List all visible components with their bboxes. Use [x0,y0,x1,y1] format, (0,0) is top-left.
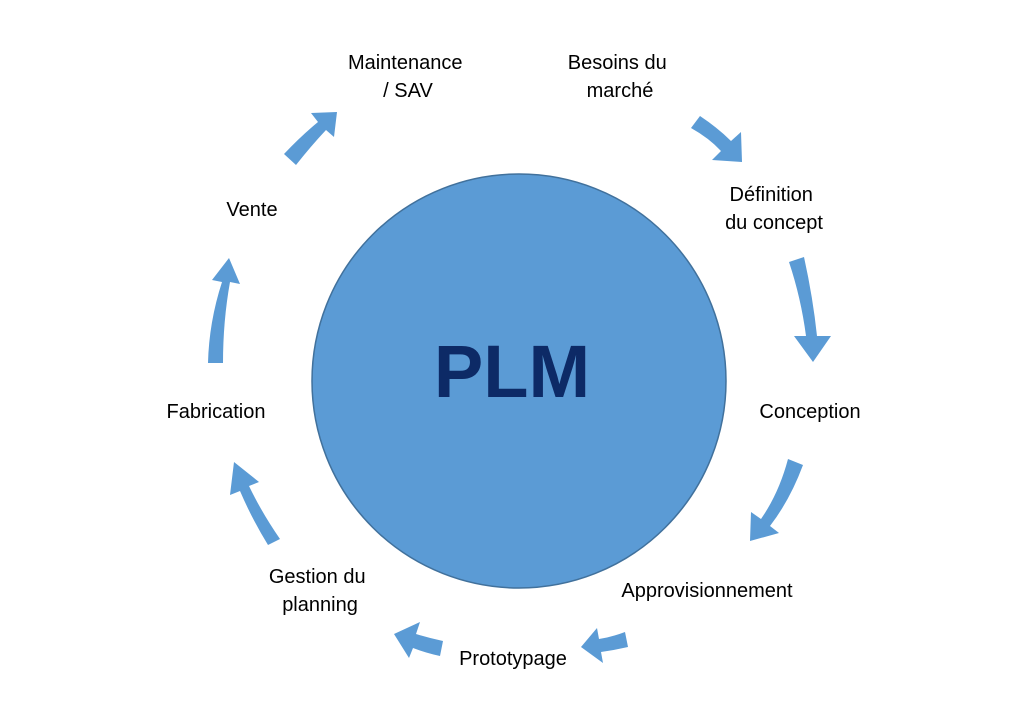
cycle-arrow-icon [789,257,831,362]
svg-text:Prototypage: Prototypage [459,648,567,670]
stage-conception: Conception [759,401,860,423]
stage-label-line: Fabrication [167,401,266,423]
cycle-arrow-icon [284,112,337,165]
stage-label-line: Vente [226,199,277,221]
cycle-arrow-icon [230,462,280,545]
stage-fabrication: Fabrication [167,401,266,423]
stage-label-line: planning [282,594,358,616]
stage-label-line: du concept [725,212,823,234]
cycle-arrow-icon [208,258,240,363]
stage-label-line: Besoins du [568,52,667,74]
stage-gestion-du-planning: Gestion du planning [269,566,371,616]
cycle-arrow-icon [750,459,803,541]
stage-approvisionnement: Approvisionnement [621,580,793,602]
cycle-arrow-icon [581,628,628,663]
cycle-arrow-icon [691,116,742,162]
svg-text:Approvisionnement: Approvisionnement [621,580,793,602]
plm-center-circle [311,173,727,589]
stage-label-line: Définition [730,184,813,206]
svg-text:Maintenance / SAV: Maintenance / SAV [348,52,468,102]
stage-label-line: Maintenance [348,52,463,74]
stage-vente: Vente [226,199,277,221]
cycle-arrow-icon [394,622,443,658]
stage-label-line: / SAV [383,80,433,102]
stage-label-line: Gestion du [269,566,366,588]
svg-text:Définition du concept: Définition du concept [725,184,823,234]
stage-label-line: marché [587,80,654,102]
stage-maintenance-sav: Maintenance / SAV [348,52,468,102]
stage-label-line: Approvisionnement [621,580,793,602]
svg-text:Gestion du planning: Gestion du planning [269,566,371,616]
stage-besoins-du-marche: Besoins du marché [568,52,673,102]
stage-definition-du-concept: Définition du concept [725,184,823,234]
svg-text:Vente: Vente [226,199,277,221]
stage-prototypage: Prototypage [459,648,567,670]
plm-center-label: PLM [434,330,590,413]
stage-label-line: Prototypage [459,648,567,670]
svg-text:Besoins du marché: Besoins du marché [568,52,673,102]
svg-text:Fabrication: Fabrication [167,401,266,423]
stage-label-line: Conception [759,401,860,423]
cycle-arrows [208,112,831,663]
svg-text:Conception: Conception [759,401,860,423]
